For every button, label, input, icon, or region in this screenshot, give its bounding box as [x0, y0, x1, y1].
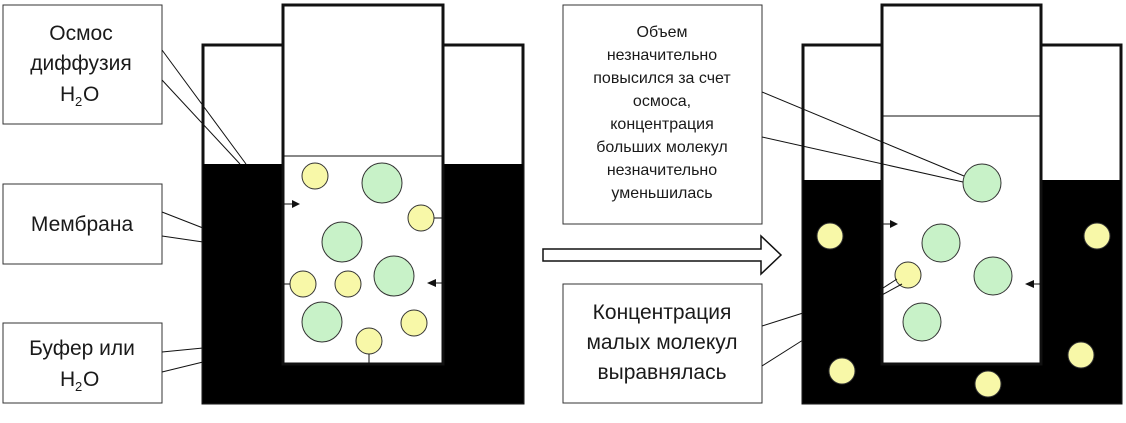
transition-arrow-icon — [542, 234, 783, 276]
membrane-text: Мембрана — [31, 213, 134, 236]
volume-note-line: осмоса, — [633, 93, 691, 110]
large-molecule — [921, 223, 961, 263]
small-molecule — [816, 222, 844, 250]
volume-note-line: повысился за счет — [593, 70, 731, 87]
small-conc-line: выравнялась — [597, 361, 726, 384]
large-molecule — [973, 256, 1013, 296]
osmosis-subscript: 2 — [75, 94, 82, 109]
volume-note-line: уменьшилась — [611, 185, 712, 202]
arrow-left-icon — [1025, 280, 1034, 288]
membrane-leader-line — [161, 235, 204, 243]
right-molecules-inside — [894, 163, 1013, 342]
label-buffer: Буфер или H 2 O — [2, 322, 163, 404]
large-molecule — [962, 163, 1002, 203]
volume-leader-line — [761, 136, 964, 183]
osmosis-leader-line — [161, 79, 241, 165]
right-tube-outline — [880, 3, 1043, 366]
small-molecule — [1083, 222, 1111, 250]
arrow-right-icon — [292, 200, 300, 208]
buffer-leader-line — [161, 361, 204, 373]
right-molecules-outside — [816, 222, 1111, 398]
small-molecule — [828, 357, 856, 385]
left-tube-outline — [281, 3, 445, 366]
small-molecule — [289, 270, 317, 298]
osmosis-leader-line — [161, 49, 247, 165]
osmosis-h: H — [60, 83, 75, 106]
volume-note-line: незначительно — [607, 162, 717, 179]
label-volume-note: Объем незначительно повысился за счет ос… — [562, 4, 763, 225]
osmosis-line2: диффузия — [30, 52, 132, 75]
small-conc-leader-line — [879, 278, 898, 291]
label-membrane: Мембрана — [2, 183, 163, 265]
volume-note-line: незначительно — [607, 47, 717, 64]
small-molecule — [894, 261, 922, 289]
arrow-right-icon — [890, 220, 898, 228]
volume-note-line: больших молекул — [596, 139, 728, 156]
left-molecules — [283, 162, 443, 364]
buffer-subscript: 2 — [75, 379, 82, 394]
osmosis-line1: Осмос — [49, 22, 112, 45]
volume-leader-line — [761, 91, 965, 177]
small-conc-leader-line — [761, 339, 804, 367]
arrow-left-icon — [427, 279, 436, 287]
right-apparatus — [801, 3, 1123, 405]
small-conc-line: малых молекул — [586, 331, 737, 354]
small-molecule — [301, 162, 329, 190]
right-dialysis-tube — [881, 4, 1042, 365]
small-conc-leader-line — [761, 312, 804, 327]
volume-note-line: Объем — [637, 24, 688, 41]
osmosis-o: O — [83, 83, 99, 106]
label-small-concentration: Концентрация малых молекул выравнялась — [562, 283, 763, 404]
small-molecule — [400, 309, 428, 337]
small-molecule — [407, 204, 435, 232]
small-molecule — [974, 370, 1002, 398]
buffer-line1: Буфер или — [29, 337, 135, 360]
volume-note-line: концентрация — [610, 116, 714, 133]
large-molecule — [321, 221, 363, 263]
right-water-arrows — [882, 220, 1041, 288]
small-molecule — [1067, 341, 1095, 369]
large-molecule — [361, 162, 403, 204]
buffer-o: O — [83, 368, 99, 391]
buffer-leader-line — [161, 347, 204, 353]
small-molecule — [334, 270, 362, 298]
left-water-arrows — [283, 200, 443, 287]
large-molecule — [301, 301, 343, 343]
small-conc-line: Концентрация — [593, 301, 732, 324]
label-osmosis: Осмос диффузия H 2 O — [2, 4, 163, 125]
left-apparatus — [201, 3, 525, 405]
small-conc-leader-line — [879, 283, 903, 297]
large-molecule — [902, 302, 942, 342]
membrane-leader-line — [161, 211, 204, 229]
buffer-h: H — [60, 368, 75, 391]
small-molecule — [355, 327, 383, 355]
large-molecule — [373, 255, 415, 297]
